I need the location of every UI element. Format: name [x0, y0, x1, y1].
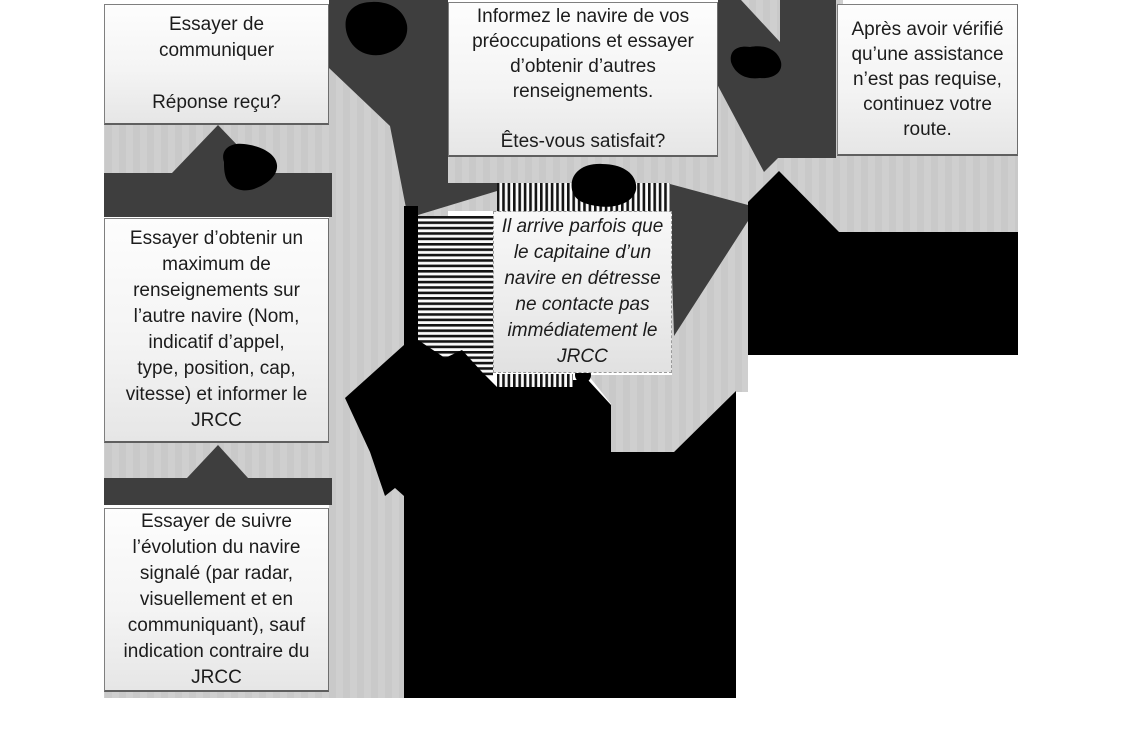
- text-line: préoccupations et essayer: [472, 31, 694, 52]
- text-line: ne contacte pas: [515, 294, 650, 315]
- text-line: immédiatement le: [507, 320, 658, 341]
- connector-wedge-right-of-note: [670, 184, 748, 336]
- text-line: communiquer: [158, 40, 275, 61]
- text-line: Essayer d’obtenir un: [129, 228, 304, 249]
- text-line: maximum de: [162, 254, 271, 275]
- text-line: qu’une assistance: [851, 44, 1004, 65]
- text-line: JRCC: [557, 346, 608, 367]
- text-line: Êtes-vous satisfait?: [500, 131, 666, 152]
- redacted-blob-top-left: [345, 1, 408, 56]
- node-note-jrcc-not-contacted: Il arrive parfois que le capitaine d’un …: [493, 211, 672, 373]
- text-line: indication contraire du: [123, 640, 310, 662]
- text-line: [105, 64, 328, 90]
- text-line: Réponse reçu?: [152, 92, 281, 113]
- redaction-mass-right: [748, 171, 1018, 355]
- text-line: n’est pas requise,: [853, 69, 1002, 90]
- redacted-blob-left-connector: [223, 143, 278, 191]
- striped-remnant-below-note: [497, 374, 573, 388]
- connector-arrow-down-gather-to-track: [104, 445, 332, 505]
- text-line: l’évolution du navire: [132, 536, 301, 558]
- text-line: communiquant), sauf: [127, 614, 306, 636]
- node-track-vessel: Essayer de suivre l’évolution du navire …: [104, 508, 329, 692]
- text-line: JRCC: [191, 410, 242, 431]
- silver-funnel-under-note: [588, 375, 672, 452]
- text-line: signalé (par radar,: [139, 562, 294, 584]
- text-line: indicatif d’appel,: [148, 332, 285, 353]
- node-gather-information: Essayer d’obtenir un maximum de renseign…: [104, 218, 329, 443]
- redacted-blob-under-inform: [571, 163, 637, 207]
- connector-inform-to-continue: [717, 0, 836, 172]
- text-line: continuez votre: [863, 94, 992, 115]
- redacted-blob-top-right: [730, 46, 782, 79]
- silver-strip-under-track: [104, 692, 332, 698]
- text-line: JRCC: [191, 666, 242, 688]
- text-line: le capitaine d’un: [513, 242, 652, 263]
- text-line: Essayer de: [168, 14, 265, 35]
- node-try-to-communicate: Essayer de communiquer Réponse reçu?: [104, 4, 329, 125]
- node-inform-vessel: Informez le navire de vos préoccupations…: [448, 2, 718, 157]
- text-line: vitesse) et informer le: [125, 384, 308, 405]
- text-line: Informez le navire de vos: [476, 6, 690, 27]
- text-line: renseignements.: [512, 81, 654, 102]
- text-line: renseignements sur: [133, 280, 300, 301]
- text-line: Après avoir vérifié: [851, 19, 1004, 40]
- redaction-mass-center: [345, 206, 736, 698]
- text-line: Essayer de suivre: [140, 510, 292, 532]
- text-line: Il arrive parfois que: [501, 216, 664, 237]
- text-line: route.: [903, 119, 952, 140]
- text-line: navire en détresse: [504, 268, 661, 289]
- node-continue-route: Après avoir vérifié qu’une assistance n’…: [837, 4, 1018, 156]
- text-line: visuellement et en: [139, 588, 294, 610]
- text-line: type, position, cap,: [137, 358, 296, 379]
- connector-arrow-down-communicate-to-gather: [104, 125, 332, 217]
- text-line: [449, 104, 717, 129]
- text-line: l’autre navire (Nom,: [133, 306, 300, 327]
- text-line: d’obtenir d’autres: [510, 56, 656, 77]
